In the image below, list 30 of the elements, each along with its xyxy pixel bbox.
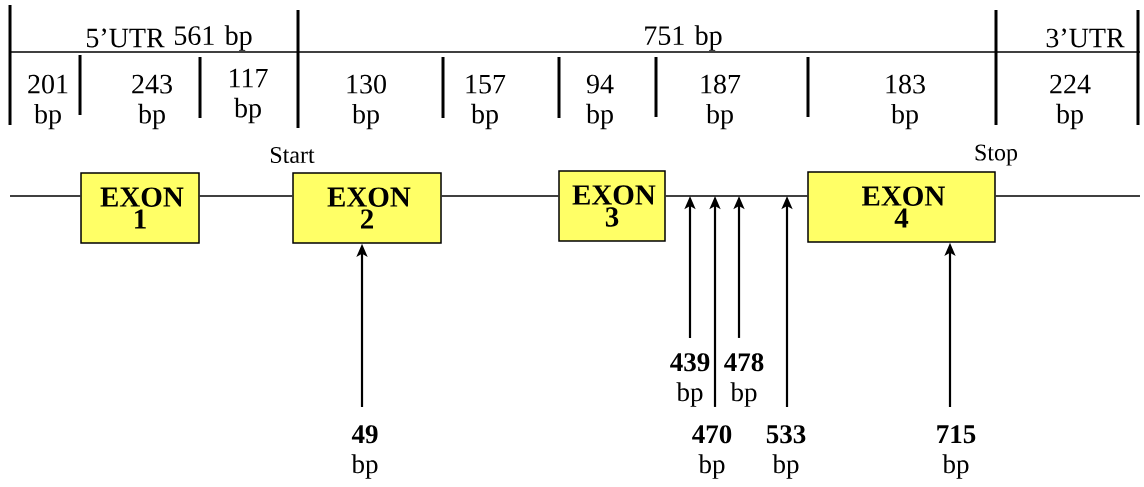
exon-box: EXON 2 bbox=[292, 172, 442, 244]
length-label: 187 bp bbox=[701, 74, 741, 130]
position-label: 49 bp bbox=[351, 425, 378, 479]
length-label: 5’UTR bbox=[87, 28, 165, 48]
gene-line bbox=[441, 195, 559, 197]
gene-line bbox=[199, 195, 293, 197]
site-label: Stop bbox=[975, 144, 1018, 166]
gene-line bbox=[995, 195, 1141, 197]
length-label: 751 bp bbox=[645, 25, 722, 51]
position-label: 533 bp bbox=[766, 425, 806, 479]
position-label: 470 bp bbox=[692, 425, 732, 479]
length-label: 117 bp bbox=[230, 68, 268, 124]
position-label: 715 bp bbox=[937, 425, 976, 479]
length-label: 94 bp bbox=[586, 74, 614, 130]
position-label: 478 bp bbox=[724, 353, 764, 407]
exon-box: EXON 3 bbox=[558, 170, 666, 242]
length-label: 224 bp bbox=[1050, 74, 1091, 130]
site-label: Start bbox=[270, 146, 315, 164]
length-label: 183 bp bbox=[886, 74, 925, 130]
length-label: 130 bp bbox=[347, 74, 386, 130]
length-label: 561 bp bbox=[175, 25, 252, 51]
exon-box: EXON 1 bbox=[80, 172, 200, 244]
length-label: 3’UTR bbox=[1046, 28, 1125, 48]
length-label: 157 bp bbox=[466, 74, 506, 130]
gene-line bbox=[665, 195, 808, 197]
gene-line bbox=[9, 195, 81, 197]
length-label: 201 bp bbox=[28, 74, 68, 130]
position-label: 439 bp bbox=[670, 353, 710, 407]
exon-box: EXON 4 bbox=[807, 171, 996, 243]
length-label: 243 bp bbox=[132, 74, 172, 130]
